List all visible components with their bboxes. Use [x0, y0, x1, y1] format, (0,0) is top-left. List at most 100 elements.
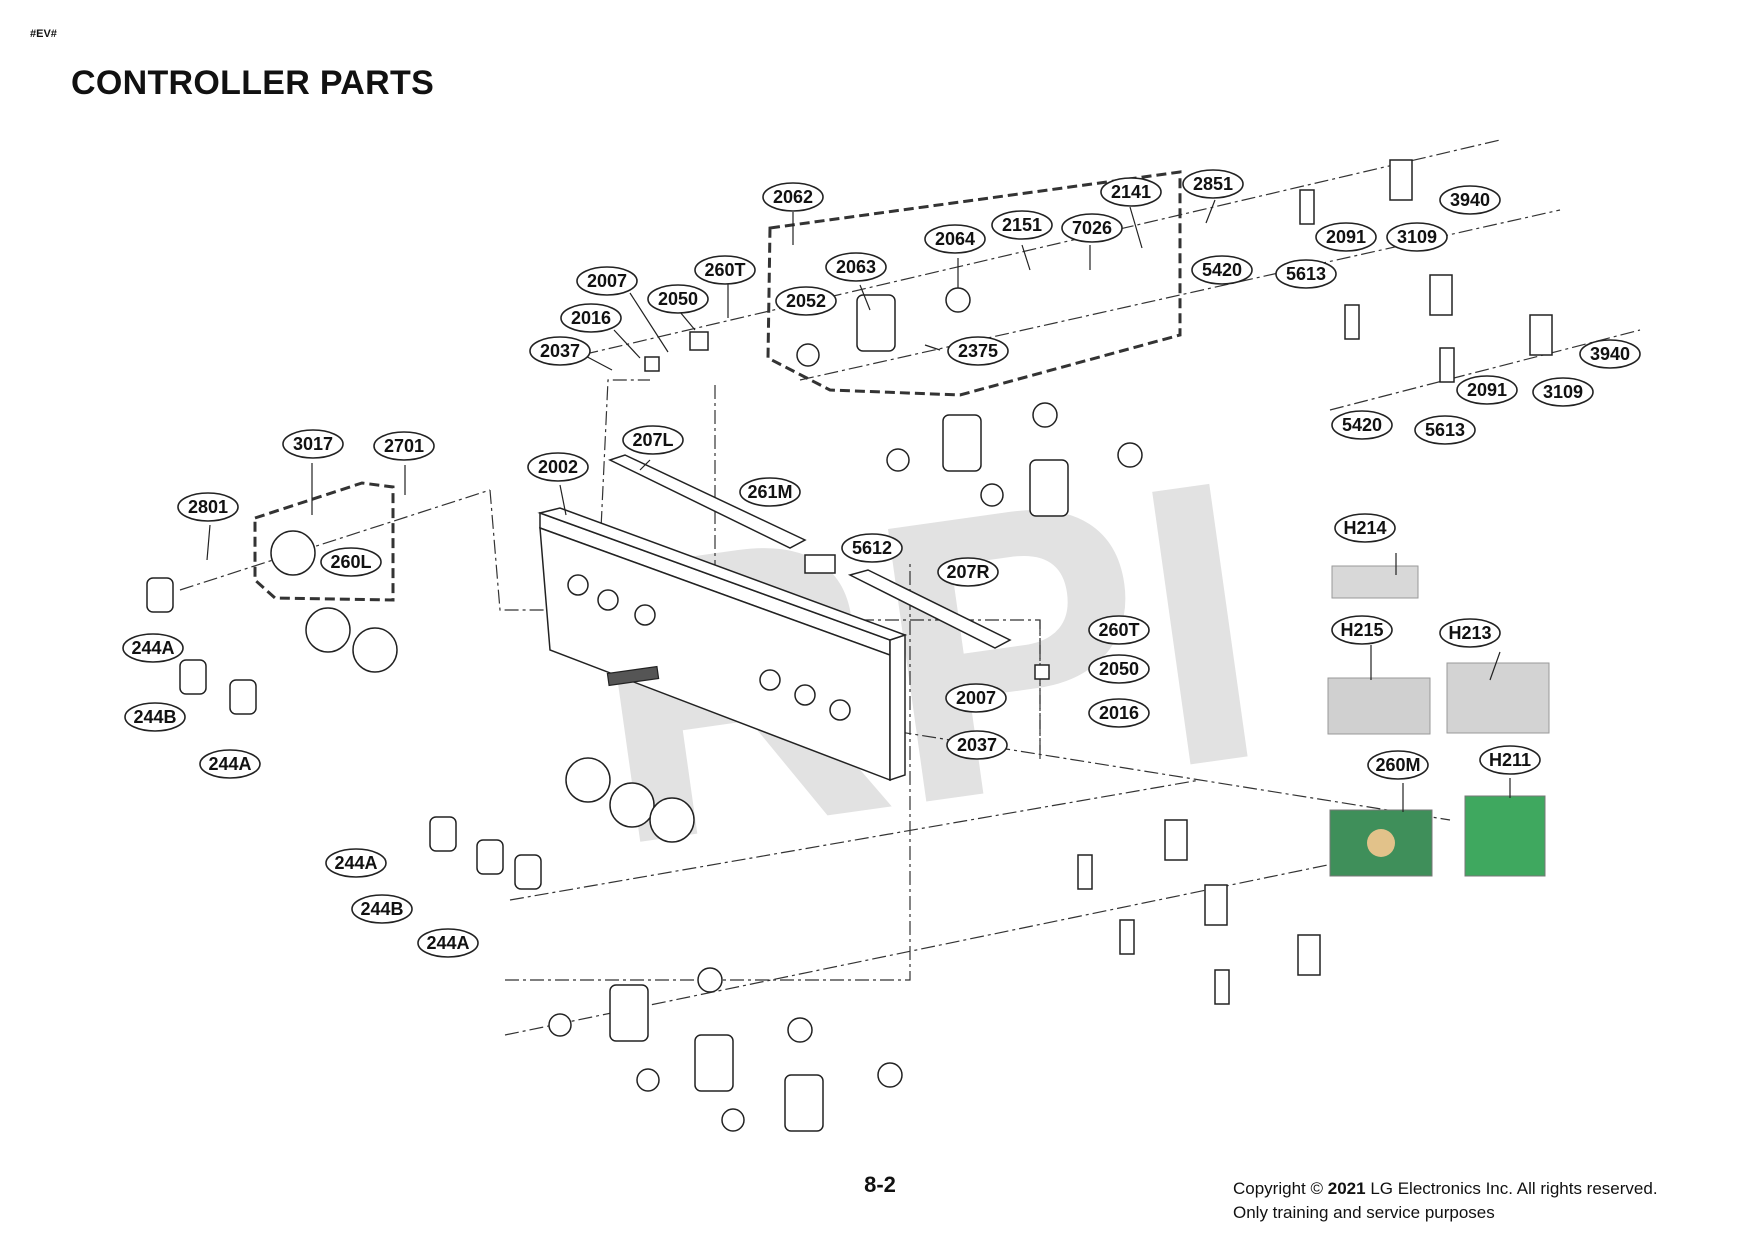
copyright-year: 2021 — [1327, 1179, 1366, 1198]
svg-text:2151: 2151 — [1002, 215, 1042, 235]
svg-text:207R: 207R — [946, 562, 989, 582]
callout-2062: 2062 — [762, 182, 824, 212]
center-lines — [179, 139, 1641, 1036]
callout-2016: 2016 — [560, 303, 622, 333]
svg-text:260T: 260T — [1098, 620, 1139, 640]
control-panel-2002 — [537, 507, 908, 782]
copyright-suffix: LG Electronics Inc. All rights reserved. — [1370, 1179, 1658, 1198]
svg-text:5612: 5612 — [852, 538, 892, 558]
copyright-prefix: Copyright © — [1233, 1179, 1324, 1198]
svg-text:2801: 2801 — [188, 497, 228, 517]
svg-text:2050: 2050 — [658, 289, 698, 309]
callout-H213: H213 — [1439, 618, 1501, 648]
svg-text:207L: 207L — [632, 430, 673, 450]
svg-text:244A: 244A — [334, 853, 377, 873]
callout-244A: 244A — [199, 749, 261, 779]
callout-261M: 261M — [739, 477, 801, 507]
callout-2141: 2141 — [1100, 177, 1162, 207]
callout-3109: 3109 — [1386, 222, 1448, 252]
group-boundary-2062 — [766, 170, 1182, 397]
callout-3940: 3940 — [1579, 339, 1641, 369]
callout-244B: 244B — [351, 894, 413, 924]
callout-3109: 3109 — [1532, 377, 1594, 407]
callout-260T: 260T — [1088, 615, 1150, 645]
end-switches — [644, 159, 1553, 1005]
svg-text:H215: H215 — [1340, 620, 1383, 640]
svg-text:H214: H214 — [1343, 518, 1386, 538]
svg-text:3940: 3940 — [1450, 190, 1490, 210]
group-boundary-3017 — [253, 481, 395, 602]
svg-text:2091: 2091 — [1467, 380, 1507, 400]
callout-2052: 2052 — [775, 286, 837, 316]
svg-text:2016: 2016 — [1099, 703, 1139, 723]
svg-text:2091: 2091 — [1326, 227, 1366, 247]
callout-2037: 2037 — [946, 730, 1008, 760]
callout-207R: 207R — [937, 557, 999, 587]
callout-5420: 5420 — [1191, 255, 1253, 285]
callout-2007: 2007 — [945, 683, 1007, 713]
svg-text:2851: 2851 — [1193, 174, 1233, 194]
svg-text:2052: 2052 — [786, 291, 826, 311]
svg-text:3940: 3940 — [1590, 344, 1630, 364]
svg-text:260L: 260L — [330, 552, 371, 572]
callout-3940: 3940 — [1439, 185, 1501, 215]
svg-text:3017: 3017 — [293, 434, 333, 454]
svg-text:261M: 261M — [747, 482, 792, 502]
callout-H214: H214 — [1334, 513, 1396, 543]
callout-2002: 2002 — [527, 452, 589, 482]
callout-2063: 2063 — [825, 252, 887, 282]
svg-text:3109: 3109 — [1543, 382, 1583, 402]
switch-housings — [270, 287, 1143, 1132]
callout-2091: 2091 — [1315, 222, 1377, 252]
svg-text:3109: 3109 — [1397, 227, 1437, 247]
svg-text:260T: 260T — [704, 260, 745, 280]
svg-text:2062: 2062 — [773, 187, 813, 207]
svg-text:244A: 244A — [208, 754, 251, 774]
callout-244B: 244B — [124, 702, 186, 732]
callout-H211: H211 — [1479, 745, 1541, 775]
svg-text:2141: 2141 — [1111, 182, 1151, 202]
knobs — [146, 577, 542, 890]
svg-text:244A: 244A — [426, 933, 469, 953]
trim-strip-207R — [847, 569, 1012, 649]
callout-2375: 2375 — [947, 336, 1009, 366]
svg-text:2002: 2002 — [538, 457, 578, 477]
callout-244A: 244A — [417, 928, 479, 958]
callout-5612: 5612 — [841, 533, 903, 563]
callout-260L: 260L — [320, 547, 382, 577]
part-photos — [1327, 565, 1550, 877]
callout-H215: H215 — [1331, 615, 1393, 645]
copyright-notice: Copyright © 2021 LG Electronics Inc. All… — [1233, 1177, 1658, 1225]
callout-2050: 2050 — [647, 284, 709, 314]
callout-2007: 2007 — [576, 266, 638, 296]
svg-text:H211: H211 — [1489, 750, 1531, 770]
page-number: 8-2 — [864, 1172, 896, 1197]
callout-2050: 2050 — [1088, 654, 1150, 684]
leader-lines — [206, 199, 1511, 812]
callout-2801: 2801 — [177, 492, 239, 522]
svg-text:5420: 5420 — [1202, 260, 1242, 280]
svg-text:244B: 244B — [133, 707, 176, 727]
callout-2151: 2151 — [991, 210, 1053, 240]
svg-text:260M: 260M — [1375, 755, 1420, 775]
svg-text:2064: 2064 — [935, 229, 975, 249]
callout-260M: 260M — [1367, 750, 1429, 780]
document-tag: #EV# — [30, 28, 57, 40]
svg-text:2016: 2016 — [571, 308, 611, 328]
svg-text:244B: 244B — [360, 899, 403, 919]
svg-text:2037: 2037 — [957, 735, 997, 755]
svg-text:2701: 2701 — [384, 436, 424, 456]
callout-2091: 2091 — [1456, 375, 1518, 405]
svg-text:2050: 2050 — [1099, 659, 1139, 679]
callout-2851: 2851 — [1182, 169, 1244, 199]
callout-2064: 2064 — [924, 224, 986, 254]
svg-text:H213: H213 — [1448, 623, 1491, 643]
svg-text:7026: 7026 — [1072, 218, 1112, 238]
callout-244A: 244A — [325, 848, 387, 878]
callout-3017: 3017 — [282, 429, 344, 459]
callout-207L: 207L — [622, 425, 684, 455]
svg-text:2375: 2375 — [958, 341, 998, 361]
svg-text:2007: 2007 — [587, 271, 627, 291]
callout-2016: 2016 — [1088, 698, 1150, 728]
